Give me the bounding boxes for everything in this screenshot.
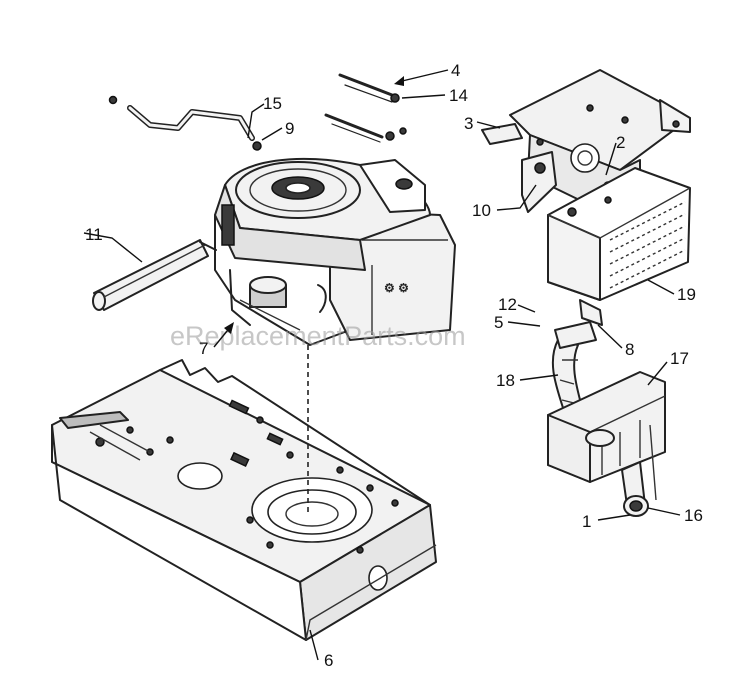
callout-16: 16 bbox=[684, 506, 703, 525]
throttle-rod bbox=[108, 95, 262, 151]
watermark-text: eReplacementParts.com bbox=[170, 321, 466, 351]
callout-14: 14 bbox=[449, 86, 468, 105]
callout-18: 18 bbox=[496, 371, 515, 390]
callout-17: 17 bbox=[670, 349, 689, 368]
leader-lines bbox=[83, 69, 681, 661]
callout-1: 1 bbox=[582, 512, 591, 531]
callout-labels: 4 14 15 9 11 7 6 3 2 10 19 12 5 8 17 18 … bbox=[85, 61, 703, 670]
callout-11: 11 bbox=[85, 225, 103, 244]
engine: ⚙ ⚙ bbox=[214, 157, 456, 346]
lower-muffler bbox=[547, 371, 666, 517]
callout-7: 7 bbox=[199, 339, 208, 358]
callout-3: 3 bbox=[464, 114, 473, 133]
exhaust-pipe bbox=[551, 321, 597, 421]
callout-2: 2 bbox=[616, 133, 625, 152]
muffler bbox=[547, 167, 691, 326]
callout-9: 9 bbox=[285, 119, 294, 138]
callout-19: 19 bbox=[677, 285, 696, 304]
engine-logo-mark: ⚙ ⚙ bbox=[384, 281, 409, 295]
engine-bolts bbox=[324, 73, 407, 143]
callout-12: 12 bbox=[498, 295, 517, 314]
frame-plate bbox=[51, 359, 437, 641]
callout-5: 5 bbox=[494, 313, 503, 332]
callout-15: 15 bbox=[263, 94, 282, 113]
callout-6: 6 bbox=[324, 651, 333, 670]
callout-8: 8 bbox=[625, 340, 634, 359]
intake-tube bbox=[92, 239, 217, 311]
callout-10: 10 bbox=[472, 201, 491, 220]
callout-4: 4 bbox=[451, 61, 460, 80]
